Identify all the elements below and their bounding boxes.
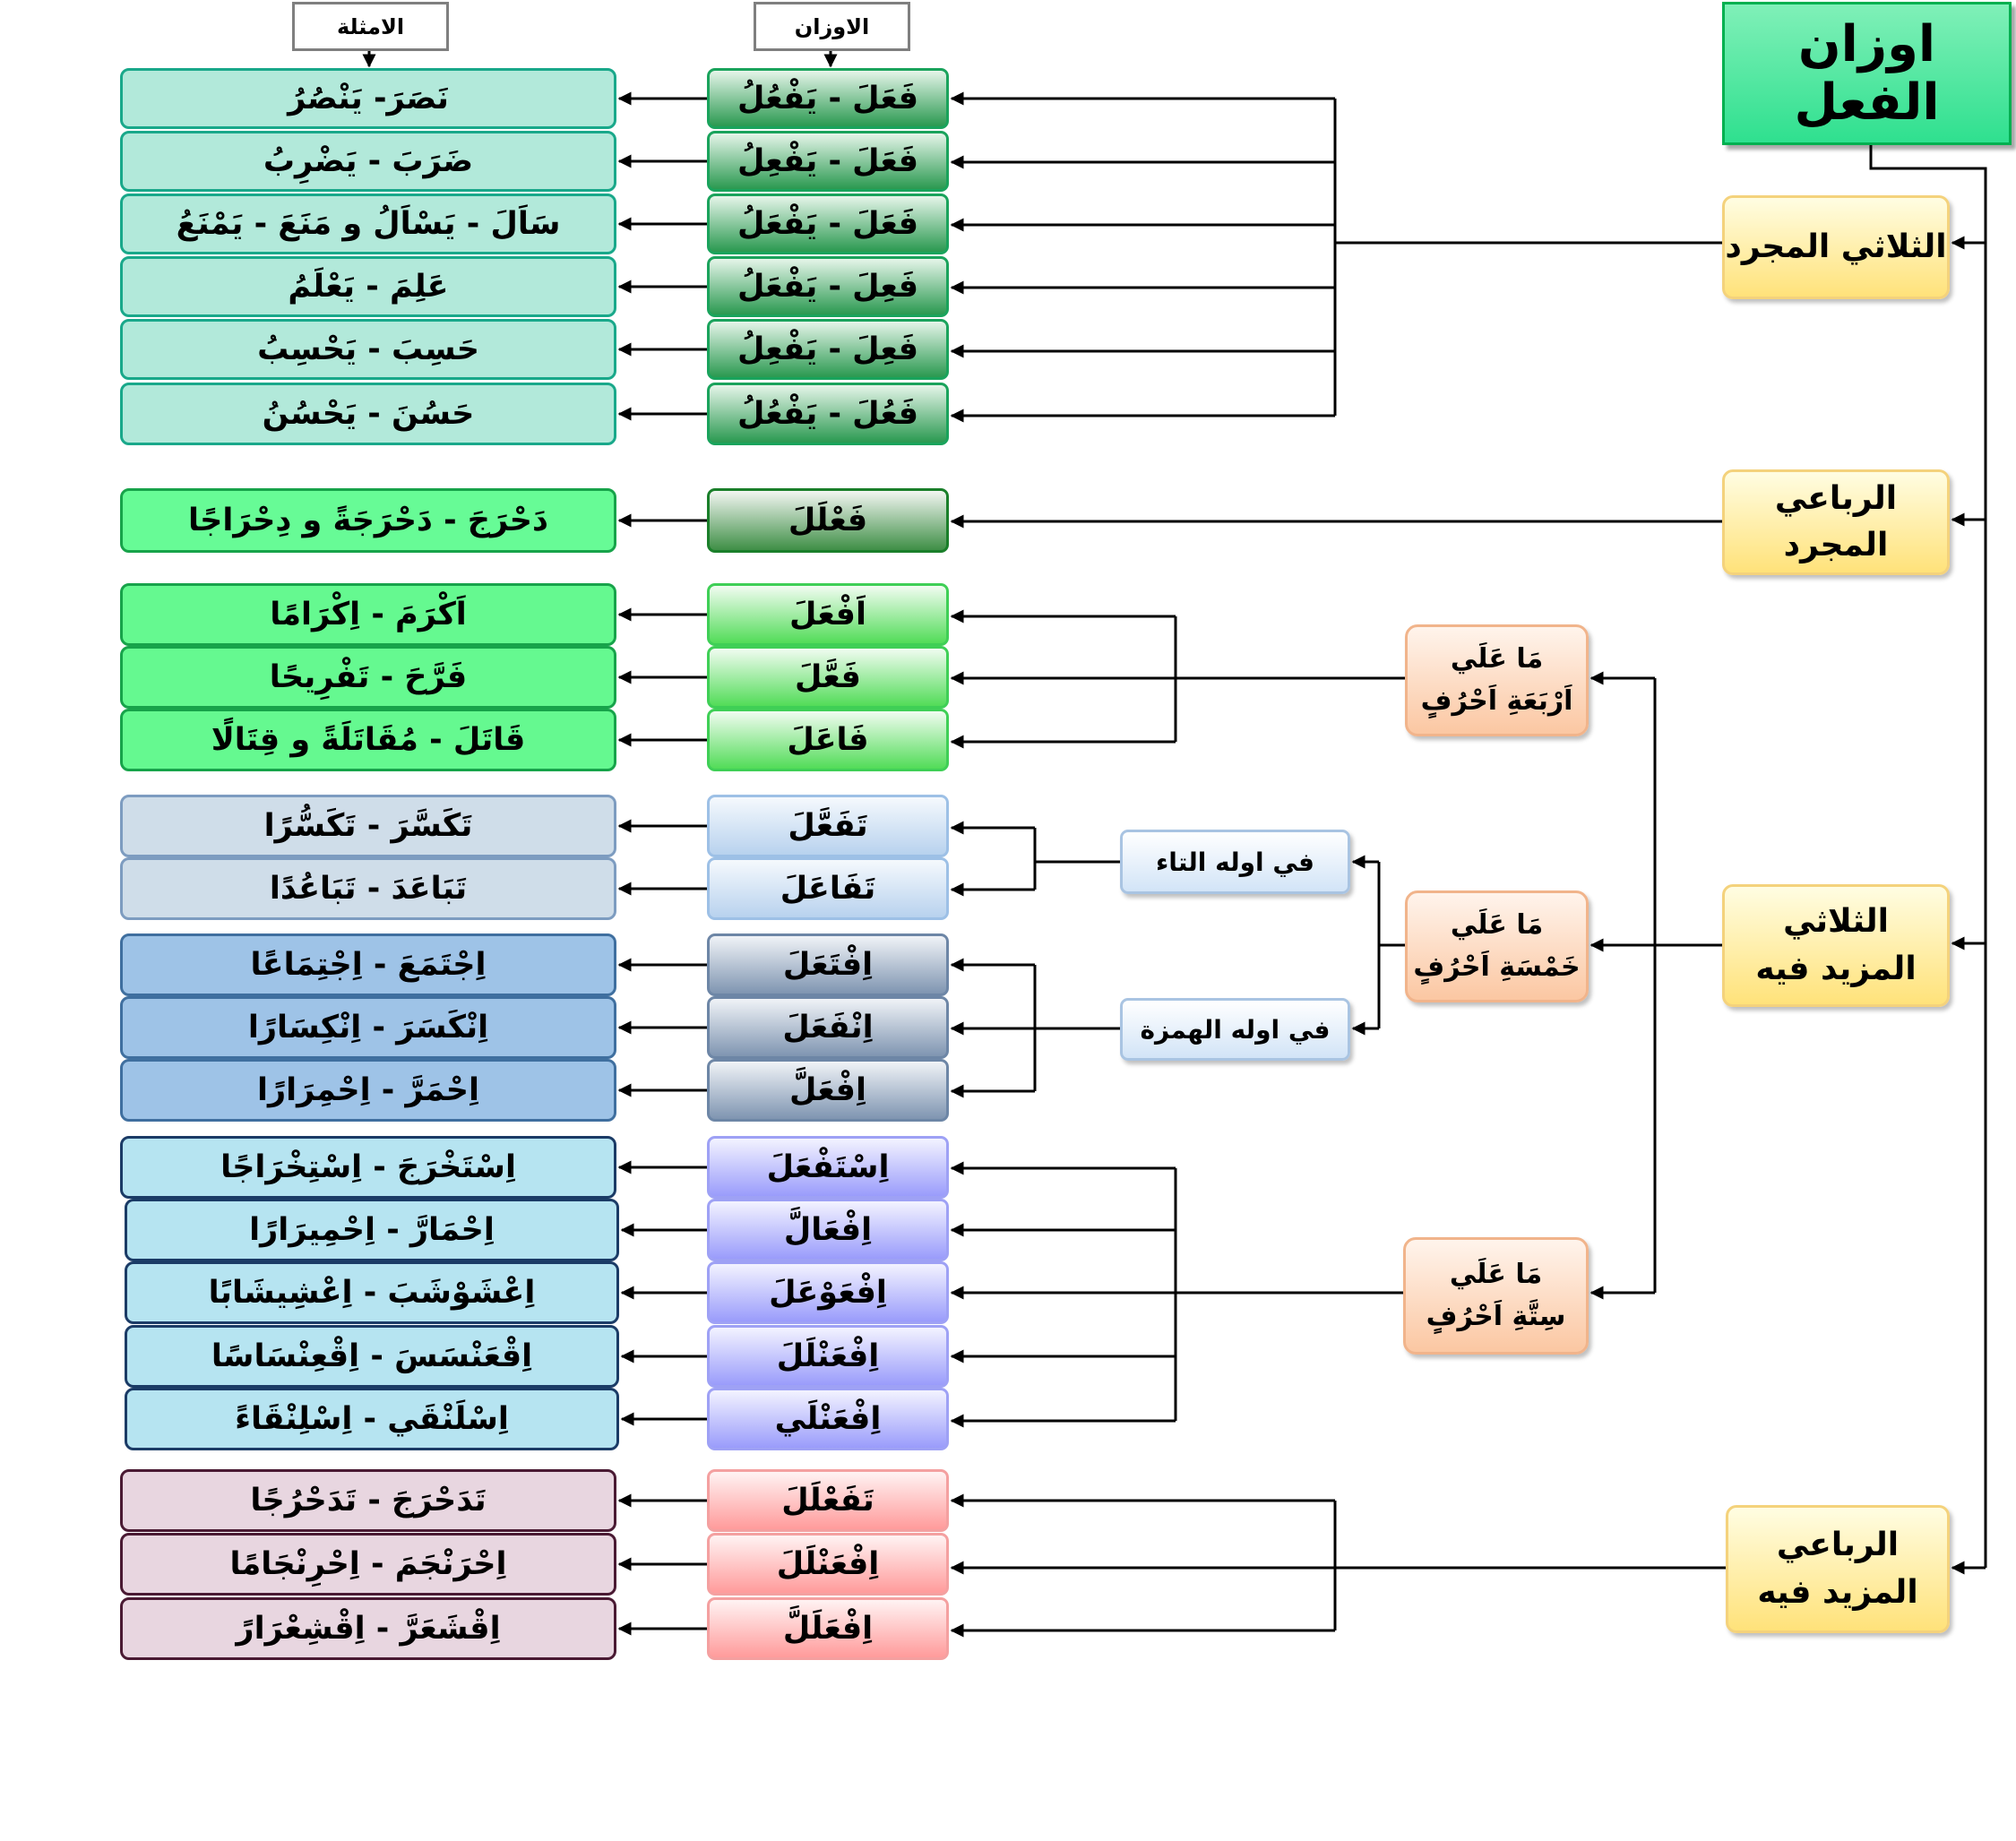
example-box: ضَرَبَ - يَضْرِبُ [120,131,616,192]
pattern-box: اِفْعَالَّ [707,1199,949,1261]
pattern-box: اِفْعَنْلَي [707,1388,949,1450]
example-box: اِحْرَنْجَمَ - اِحْرِنْجَامًا [120,1533,616,1596]
example-box: فَرَّحَ - تَفْرِيحًا [120,646,616,709]
example-box: سَاَلَ - يَسْاَلُ و مَنَعَ - يَمْنَعُ [120,194,616,254]
category-rubai-mazid: الرباعي المزيد فيه [1726,1505,1950,1633]
subgroup-with-ta: في اوله التاء [1120,830,1350,894]
header-patterns: الاوزان [754,2,910,51]
example-box: نَصَرَ- يَنْصُرُ [120,68,616,129]
pattern-box: فَعَلَ - يَفْعِلُ [707,131,949,192]
category-thulathi-mazid: الثلاثي المزيد فيه [1722,884,1950,1007]
pattern-box: اِفْعَلَّ [707,1059,949,1122]
pattern-box: اِفْعَنْلَلَ [707,1325,949,1388]
example-box: اَكْرَمَ - اِكْرَامًا [120,583,616,646]
pattern-box: تَفَاعَلَ [707,857,949,920]
pattern-box: اِفْعَنْلَلَ [707,1533,949,1596]
example-box: اِجْتَمَعَ - اِجْتِمَاعًا [120,933,616,996]
pattern-box: فَاعَلَ [707,709,949,771]
example-box: تَكَسَّرَ - تَكَسُّرًا [120,795,616,857]
pattern-box: اِفْعَلَلَّ [707,1597,949,1660]
pattern-box: تَفَعْلَلَ [707,1469,949,1532]
category-thulathi-mazid-line2: المزيد فيه [1755,950,1917,987]
pattern-box: تَفَعَّلَ [707,795,949,857]
pattern-box: فَعِلَ - يَفْعَلُ [707,256,949,317]
category-thulathi-mazid-line1: الثلاثي [1783,903,1889,941]
example-box: اِنْكَسَرَ - اِنْكِسَارًا [120,996,616,1059]
subgroup-five-line2: خَمْسَةِ اَحْرُفٍ [1413,951,1581,983]
subgroup-five-line1: مَا عَلَي [1450,909,1544,941]
subgroup-four-letters: مَا عَلَي اَرْبَعَةِ اَحْرُفٍ [1405,624,1589,736]
subgroup-five-letters: مَا عَلَي خَمْسَةِ اَحْرُفٍ [1405,890,1589,1002]
example-box: دَحْرَجَ - دَحْرَجَةً و دِحْرَاجًا [120,488,616,553]
example-box: حَسُنَ - يَحْسُنُ [120,383,616,445]
pattern-box: اَفْعَلَ [707,583,949,646]
subgroup-four-line1: مَا عَلَي [1450,643,1544,675]
subgroup-six-line2: سِتَّةِ اَحْرُفٍ [1426,1300,1566,1332]
example-box: اِعْشَوْشَبَ - اِعْشِيشَابًا [125,1261,619,1324]
subgroup-four-line2: اَرْبَعَةِ اَحْرُفٍ [1420,684,1573,717]
pattern-box: اِسْتَفْعَلَ [707,1136,949,1199]
example-box: اِحْمَرَّ - اِحْمِرَارًا [120,1059,616,1122]
example-box: اِحْمَارَّ - اِحْمِيرَارًا [125,1199,619,1261]
example-box: اِسْلَنْقَي - اِسْلِنْقَاءً [125,1388,619,1450]
pattern-box: اِفْعَوْعَلَ [707,1261,949,1324]
pattern-box: فَعِلَ - يَفْعِلُ [707,319,949,380]
example-box: تَدَحْرَجَ - تَدَحْرُجًا [120,1469,616,1532]
example-box: حَسِبَ - يَحْسِبُ [120,319,616,380]
pattern-box: فَعَلَ - يَفْعَلُ [707,194,949,254]
pattern-box: فَعْلَلَ [707,488,949,553]
pattern-box: فَعَلَ - يَفْعُلُ [707,68,949,129]
subgroup-six-line1: مَا عَلَي [1449,1259,1543,1290]
category-rubai-mujarrad: الرباعي المجرد [1722,469,1950,575]
pattern-box: اِنْفَعَلَ [707,996,949,1059]
subgroup-with-hamza: في اوله الهمزة [1120,998,1350,1061]
example-box: اِسْتَخْرَجَ - اِسْتِخْرَاجًا [120,1136,616,1199]
main-title: اوزان الفعل [1722,2,2012,145]
example-box: قَاتَلَ - مُقَاتَلَةً و قِتَالًا [120,709,616,771]
example-box: تَبَاعَدَ - تَبَاعُدًا [120,857,616,920]
category-rubai-mazid-line1: الرباعي [1776,1527,1900,1564]
category-rubai-mazid-line2: المزيد فيه [1757,1573,1918,1611]
example-box: اِقْشَعَرَّ - اِقْشِعْرَارً [120,1597,616,1660]
category-thulathi-mujarrad: الثلاثي المجرد [1722,195,1950,299]
pattern-box: فَعُلَ - يَفْعُلُ [707,383,949,445]
example-box: اِقْعَنْسَسَ - اِقْعِنْسَاسًا [125,1325,619,1388]
pattern-box: فَعَّلَ [707,646,949,709]
subgroup-six-letters: مَا عَلَي سِتَّةِ اَحْرُفٍ [1403,1237,1589,1355]
example-box: عَلِمَ - يَعْلَمُ [120,256,616,317]
spine-line [1869,145,1987,1568]
header-examples: الامثلة [292,2,449,51]
pattern-box: اِفْتَعَلَ [707,933,949,996]
